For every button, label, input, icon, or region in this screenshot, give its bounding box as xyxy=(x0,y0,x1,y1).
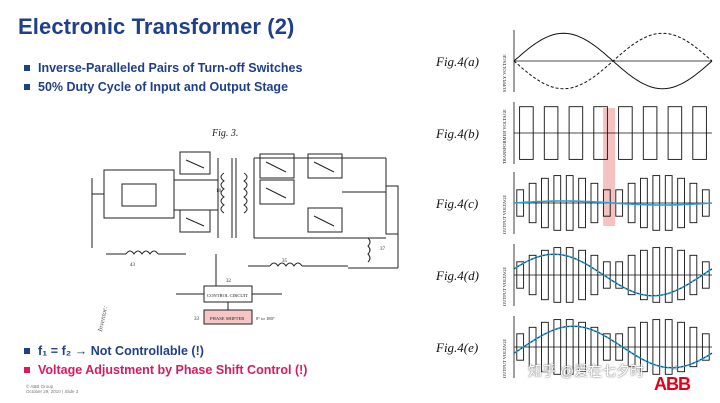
output-sine-dashed xyxy=(513,253,713,297)
pulse-mark xyxy=(640,177,648,229)
bullet-item: 50% Duty Cycle of Input and Output Stage xyxy=(24,77,302,96)
axis-label: OUTPUT VOLTAGE xyxy=(502,267,507,306)
pulse-mark xyxy=(528,254,537,296)
pulse-mark xyxy=(590,326,599,368)
axis-label: SUPPLY VOLTAGE xyxy=(502,54,507,92)
pulse-mark xyxy=(541,321,549,373)
pulse-mark xyxy=(519,106,534,160)
footer-line: October 29, 2010 | Slide 3 xyxy=(26,389,79,394)
ref-32-label: 32 xyxy=(226,279,232,284)
pulse-mark xyxy=(590,254,599,296)
phase-note-label: 0° to 180° xyxy=(256,316,275,321)
bullet-list-top: Inverse-Paralleled Pairs of Turn-off Swi… xyxy=(24,58,302,96)
circuit-fig-label: Fig. 3. xyxy=(211,128,238,139)
pulse-mark xyxy=(627,326,636,368)
slide-title: Electronic Transformer (2) xyxy=(18,14,295,39)
pulse-mark xyxy=(553,175,562,231)
pulse-mark xyxy=(627,182,636,224)
square-bullet-icon xyxy=(24,83,30,90)
pulse-mark xyxy=(677,177,685,229)
pulse-mark xyxy=(664,319,673,375)
pulse-mark xyxy=(565,247,574,303)
pulse-mark xyxy=(565,175,574,231)
pulse-mark xyxy=(565,319,574,375)
circuit-diagram: Fig. 3. CONTROL CIRCUIT PHASE SHIFTER 0°… xyxy=(91,128,399,333)
pulse-mark xyxy=(642,106,658,160)
watermark-text: 知乎 @爱在七夕时 xyxy=(528,363,645,379)
slide-footer: © ABB Group October 29, 2010 | Slide 3 xyxy=(26,384,78,394)
bullet-text: 50% Duty Cycle of Input and Output Stage xyxy=(38,79,289,94)
pulse-mark xyxy=(590,182,599,224)
footer-line: © ABB Group xyxy=(26,384,54,389)
ref-18-label: 18 xyxy=(216,189,222,194)
figure-label: Fig.4(d) xyxy=(435,268,479,283)
square-bullet-icon xyxy=(24,366,30,373)
control-block-label: CONTROL CIRCUIT xyxy=(207,293,248,298)
pulse-mark xyxy=(664,247,673,303)
bullet-text: Voltage Adjustment by Phase Shift Contro… xyxy=(38,362,308,377)
pulse-mark xyxy=(618,106,633,160)
abb-logo: ABB xyxy=(654,374,691,394)
pulse-mark xyxy=(640,321,648,373)
pulse-mark xyxy=(602,333,611,361)
bullet-item: f₁ = f₂ → Not Controllable (!) xyxy=(24,341,307,360)
pulse-mark xyxy=(677,249,685,301)
pulse-mark xyxy=(578,177,586,229)
pulse-mark xyxy=(541,177,549,229)
axis-label: TRANSFORMER VOLTAGE xyxy=(502,109,507,164)
pulse-mark xyxy=(701,333,710,361)
pulse-mark xyxy=(528,326,537,368)
ref-43-label: 43 xyxy=(130,263,136,268)
phase-block-label: PHASE SHIFTER xyxy=(210,316,245,321)
square-bullet-icon xyxy=(24,64,30,71)
page-number: 10 xyxy=(671,366,678,372)
pulse-mark xyxy=(516,261,525,289)
figure-label: Fig.4(c) xyxy=(435,196,478,211)
pulse-mark xyxy=(689,326,698,368)
pulse-mark xyxy=(652,319,661,375)
pulse-mark xyxy=(578,321,586,373)
pulse-mark xyxy=(627,254,636,296)
pulse-mark xyxy=(593,106,608,160)
pulse-mark xyxy=(541,249,549,301)
pulse-mark xyxy=(689,182,698,224)
inventor-label: Inventor: xyxy=(96,305,109,333)
figure-label: Fig.4(b) xyxy=(435,126,479,141)
phase-shifter-block xyxy=(203,309,253,325)
axis-label: OUTPUT VOLTAGE xyxy=(502,339,507,378)
output-sine-dashed xyxy=(513,325,713,369)
supply-voltage-curve-dashed xyxy=(513,32,713,90)
ref-37-label: 37 xyxy=(380,247,386,252)
pulse-mark xyxy=(652,175,661,231)
bullet-item: Inverse-Paralleled Pairs of Turn-off Swi… xyxy=(24,58,302,77)
output-sine-curve xyxy=(513,200,713,206)
pulse-mark xyxy=(640,249,648,301)
bullet-text: Inverse-Paralleled Pairs of Turn-off Swi… xyxy=(38,60,303,75)
square-bullet-icon xyxy=(24,347,30,354)
bullet-item-highlight: Voltage Adjustment by Phase Shift Contro… xyxy=(24,360,307,379)
pulse-mark xyxy=(677,321,685,373)
pulse-mark xyxy=(692,106,707,160)
axis-label: OUTPUT VOLTAGE xyxy=(502,195,507,234)
pulse-mark xyxy=(543,106,559,160)
pulse-mark xyxy=(652,247,661,303)
waveform-figures: Fig.4(a) SUPPLY VOLTAGE Fig.4(b) TRANSFORME… xyxy=(435,30,713,378)
pulse-mark xyxy=(568,106,584,160)
pulse-mark xyxy=(689,254,698,296)
ref-33-label: 33 xyxy=(194,317,200,322)
highlight-band xyxy=(603,108,616,226)
ref-35-label: 35 xyxy=(282,259,288,264)
pulse-mark xyxy=(578,249,586,301)
bullet-list-bottom: f₁ = f₂ → Not Controllable (!) Voltage A… xyxy=(24,341,307,379)
figure-label: Fig.4(e) xyxy=(435,340,478,355)
pulse-mark xyxy=(528,182,537,224)
pulse-mark xyxy=(615,261,624,289)
pulse-mark xyxy=(667,106,683,160)
pulse-mark xyxy=(553,247,562,303)
figure-label: Fig.4(a) xyxy=(435,54,479,69)
pulse-mark xyxy=(553,319,562,375)
bullet-text: f₁ = f₂ → Not Controllable (!) xyxy=(38,343,204,358)
pulse-mark xyxy=(664,175,673,231)
